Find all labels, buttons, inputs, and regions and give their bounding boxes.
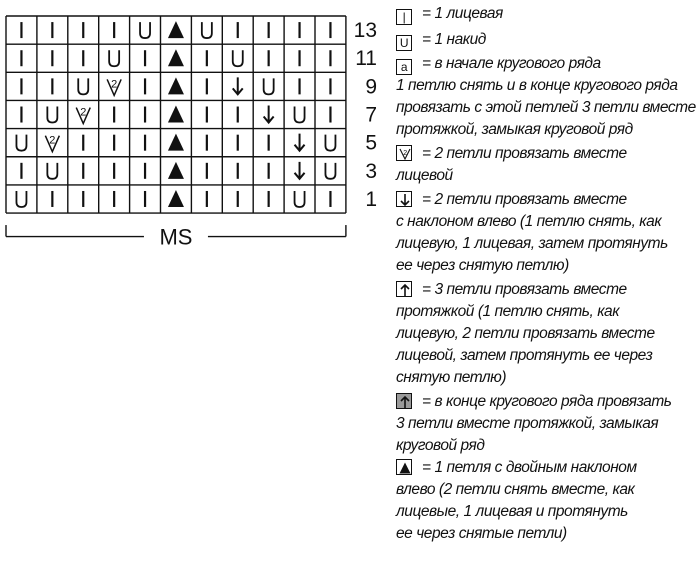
row-number-label: 7 <box>365 104 377 127</box>
legend-text: = 1 лицевая <box>422 5 503 22</box>
yarn-over-mark <box>324 162 337 180</box>
yarn-over-mark <box>15 190 28 208</box>
legend-entry-yarn-over: U = 1 накид <box>396 29 700 51</box>
knit-symbol-icon: | <box>396 9 412 25</box>
legend-text: лицевую, 2 петли провязать вместе <box>396 325 655 342</box>
yarn-over-mark <box>108 50 121 68</box>
k2tog-count-label: 2 <box>111 78 117 90</box>
legend-text: = 1 накид <box>422 31 486 48</box>
down-arrow-icon <box>231 77 244 96</box>
legend-text: лицевые, 1 лицевая и протянуть <box>396 503 628 520</box>
yarn-over-mark <box>15 134 28 152</box>
legend-entry-round-start: a = в начале кругового ряда 1 петлю снять… <box>396 53 700 141</box>
legend-entry-ssk: = 2 петли провязать вместе с наклоном вл… <box>396 189 700 277</box>
k2tog-icon <box>44 135 61 154</box>
legend-text: = 1 петля с двойным наклоном <box>422 459 637 476</box>
legend-entry-k2tog: 2 = 2 петли провязать вместе лицевой <box>396 143 700 187</box>
legend-text: лицевой, затем протянуть ее через <box>396 347 653 364</box>
yarn-over-mark <box>46 106 59 124</box>
legend-entry-sk2po: = 3 петли провязать вместе протяжкой (1 … <box>396 279 700 389</box>
yarn-over-mark <box>324 134 337 152</box>
row-number-label: 11 <box>355 47 377 70</box>
yarn-over-symbol-icon: U <box>396 35 412 51</box>
k2tog-icon: 2 <box>396 145 412 161</box>
triangle-icon <box>167 133 184 151</box>
legend-text: влево (2 петли снять вместе, как <box>396 481 635 498</box>
yarn-over-mark <box>46 162 59 180</box>
down-arrow-icon <box>293 161 306 181</box>
yarn-over-mark <box>293 190 306 208</box>
legend-entry-knit: | = 1 лицевая <box>396 3 700 25</box>
row-number-label: 13 <box>354 19 377 42</box>
triangle-icon <box>167 49 184 67</box>
triangle-icon <box>167 77 184 95</box>
svg-text:2: 2 <box>403 150 407 157</box>
down-arrow-icon <box>396 191 412 207</box>
legend-entry-s2kpo: = 1 петля с двойным наклоном влево (2 пе… <box>396 457 700 545</box>
legend-text: = 2 петли провязать вместе <box>422 191 627 208</box>
legend-text: с наклоном влево (1 петлю снять, как <box>396 213 662 230</box>
row-number-label: 1 <box>365 188 377 211</box>
triangle-icon <box>396 459 412 475</box>
repeat-label: MS <box>159 225 192 250</box>
legend-text: ее через снятые петли) <box>396 525 567 542</box>
chart-grid: 2 2 2 13 11 9 7 5 3 1MS <box>5 15 377 250</box>
yarn-over-mark <box>200 22 213 39</box>
legend-text: = 3 петли провязать вместе <box>422 281 627 298</box>
k2tog-icon <box>75 107 91 126</box>
down-arrow-icon <box>293 133 306 153</box>
triangle-icon <box>167 21 184 39</box>
round-start-symbol-icon: a <box>396 59 412 75</box>
legend-text: снятую петлю) <box>396 369 507 386</box>
legend-entry-round-end: = в конце кругового ряда провязать 3 пет… <box>396 391 700 457</box>
yarn-over-mark <box>77 78 90 96</box>
row-number-label: 3 <box>365 160 377 183</box>
legend-text: провязать с этой петлей 3 петли вместе <box>396 99 696 116</box>
k2tog-count-label: 2 <box>80 107 86 119</box>
legend-text: 3 петли вместе протяжкой, замыкая <box>396 415 659 432</box>
yarn-over-mark <box>139 22 151 39</box>
row-number-label: 9 <box>365 75 377 98</box>
up-arrow-shaded-icon <box>396 393 412 409</box>
up-arrow-icon <box>396 281 412 297</box>
k2tog-count-label: 2 <box>49 135 55 147</box>
yarn-over-mark <box>262 78 275 96</box>
legend-text: круговой ряд <box>396 437 485 454</box>
yarn-over-mark <box>231 50 244 68</box>
row-number-label: 5 <box>365 132 377 155</box>
triangle-icon <box>167 161 184 179</box>
yarn-over-mark <box>293 106 306 124</box>
legend-text: протяжкой, замыкая круговой ряд <box>396 121 633 138</box>
legend-text: ее через снятую петлю) <box>396 257 569 274</box>
legend-text: = 2 петли провязать вместе <box>422 145 627 162</box>
legend-text: = в конце кругового ряда провязать <box>422 393 672 410</box>
legend-text: протяжкой (1 петлю снять, как <box>396 303 620 320</box>
down-arrow-icon <box>262 105 275 125</box>
legend-text: лицевой <box>396 167 453 184</box>
k2tog-icon <box>106 79 122 98</box>
triangle-icon <box>167 189 184 207</box>
legend-text: = в начале кругового ряда <box>422 55 601 72</box>
triangle-icon <box>167 105 184 123</box>
legend-text: лицевую, 1 лицевая, затем протянуть <box>396 235 668 252</box>
legend-text: 1 петлю снять и в конце кругового ряда <box>396 77 678 94</box>
